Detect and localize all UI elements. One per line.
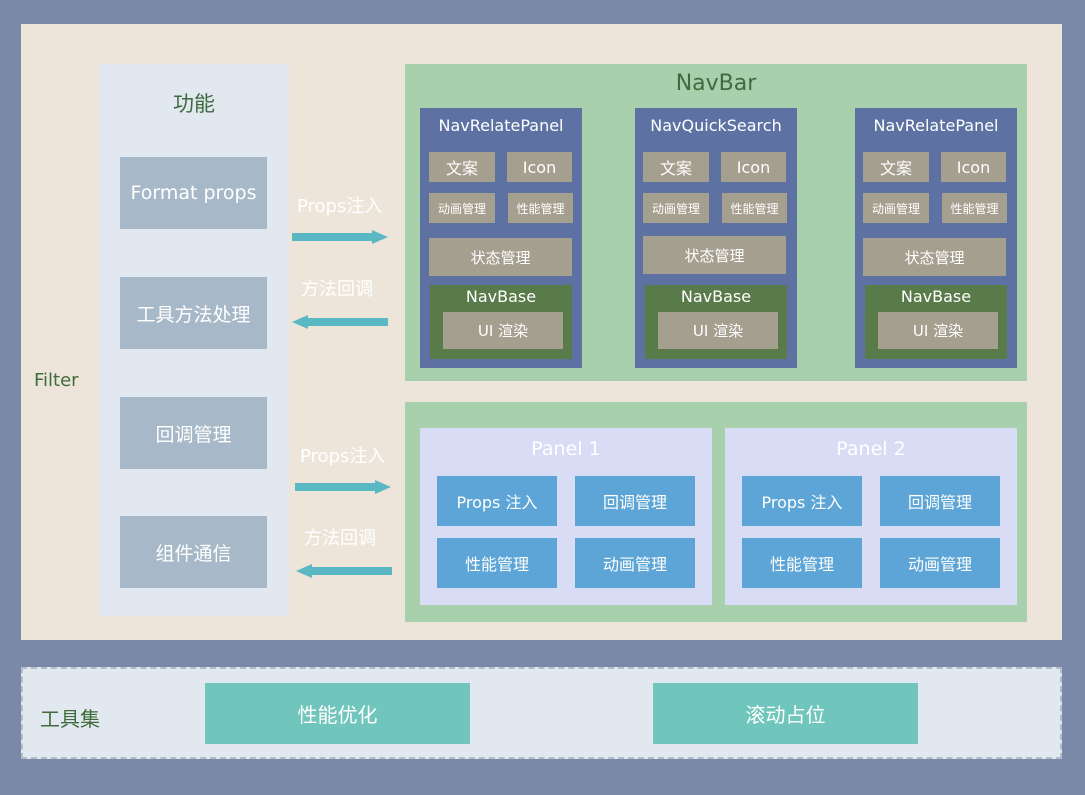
left-arrow-top <box>292 315 388 329</box>
func-component-comm: 组件通信 <box>120 516 267 588</box>
panel-props-inject: Props 注入 <box>742 476 862 526</box>
tool-scroll-placeholder: 滚动占位 <box>653 683 918 744</box>
func-format-props: Format props <box>120 157 267 229</box>
nav-perf-box: 性能管理 <box>508 193 573 223</box>
props-inject-label-bottom: Props注入 <box>300 446 386 467</box>
nav-icon-box: Icon <box>721 152 786 182</box>
nav-panel-title: NavRelatePanel <box>873 116 999 135</box>
panel-callback-mgmt: 回调管理 <box>575 476 695 526</box>
panel-callback-mgmt: 回调管理 <box>880 476 1000 526</box>
func-tool-methods: 工具方法处理 <box>120 277 267 349</box>
nav-icon-box: Icon <box>507 152 572 182</box>
callback-label-bottom: 方法回调 <box>304 528 376 549</box>
nav-text-box: 文案 <box>863 152 929 182</box>
panel-props-inject: Props 注入 <box>437 476 557 526</box>
panel-1: Panel 1 Props 注入 回调管理 性能管理 动画管理 <box>420 428 712 605</box>
panel-title: Panel 2 <box>836 438 906 460</box>
panel-anim-mgmt: 动画管理 <box>575 538 695 588</box>
filter-label: Filter <box>34 370 79 391</box>
nav-anim-box: 动画管理 <box>863 193 929 223</box>
nav-state-box: 状态管理 <box>429 238 572 276</box>
nav-panel-relate-2: NavRelatePanel 文案 Icon 动画管理 性能管理 状态管理 Na… <box>855 108 1017 368</box>
panel-perf-mgmt: 性能管理 <box>742 538 862 588</box>
callback-label-top: 方法回调 <box>301 279 373 300</box>
nav-text-box: 文案 <box>643 152 709 182</box>
navbase: NavBase UI 渲染 <box>865 285 1007 359</box>
nav-text-box: 文案 <box>429 152 495 182</box>
right-arrow-bottom <box>295 480 391 494</box>
nav-anim-box: 动画管理 <box>429 193 495 223</box>
navbar-title: NavBar <box>675 71 757 96</box>
nav-icon-box: Icon <box>941 152 1006 182</box>
panel-title: Panel 1 <box>531 438 601 460</box>
navbase-title: NavBase <box>680 287 752 306</box>
right-arrow-top <box>292 230 388 244</box>
navbase-title: NavBase <box>465 287 537 306</box>
navbase: NavBase UI 渲染 <box>430 285 572 359</box>
nav-state-box: 状态管理 <box>643 236 786 274</box>
navbase: NavBase UI 渲染 <box>645 285 787 359</box>
panel-anim-mgmt: 动画管理 <box>880 538 1000 588</box>
navbase-title: NavBase <box>900 287 972 306</box>
nav-state-box: 状态管理 <box>863 238 1006 276</box>
nav-panel-relate-1: NavRelatePanel 文案 Icon 动画管理 性能管理 状态管理 Na… <box>420 108 582 368</box>
toolset-label: 工具集 <box>40 707 100 731</box>
left-arrow-bottom <box>296 564 392 578</box>
ui-render-box: UI 渲染 <box>443 312 563 349</box>
panel-2: Panel 2 Props 注入 回调管理 性能管理 动画管理 <box>725 428 1017 605</box>
functions-title: 功能 <box>173 92 215 116</box>
tool-perf-optimize: 性能优化 <box>205 683 470 744</box>
nav-perf-box: 性能管理 <box>942 193 1007 223</box>
nav-panel-title: NavQuickSearch <box>650 116 782 135</box>
nav-perf-box: 性能管理 <box>722 193 787 223</box>
ui-render-box: UI 渲染 <box>658 312 778 349</box>
func-callback-mgmt: 回调管理 <box>120 397 267 469</box>
ui-render-box: UI 渲染 <box>878 312 998 349</box>
nav-panel-title: NavRelatePanel <box>438 116 564 135</box>
props-inject-label-top: Props注入 <box>297 196 383 217</box>
nav-anim-box: 动画管理 <box>643 193 709 223</box>
panel-perf-mgmt: 性能管理 <box>437 538 557 588</box>
nav-panel-quicksearch: NavQuickSearch 文案 Icon 动画管理 性能管理 状态管理 Na… <box>635 108 797 368</box>
